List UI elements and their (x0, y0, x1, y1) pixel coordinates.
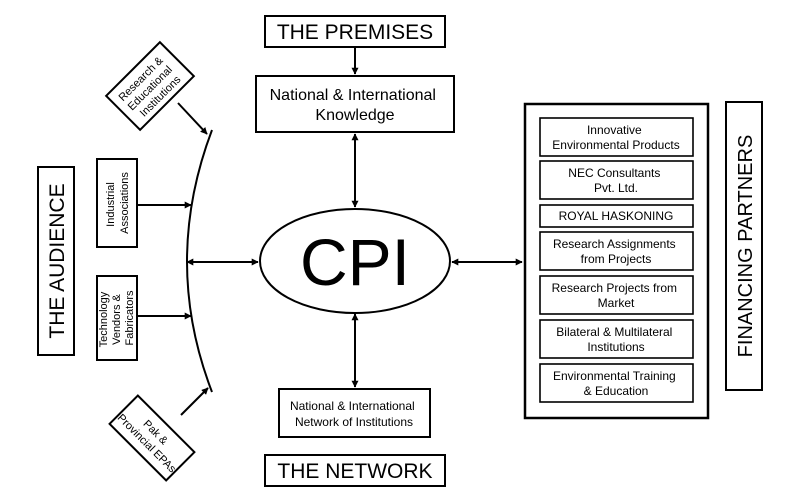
audience-epa-box: Pak & Provincial EPAs (108, 394, 196, 482)
arrow-epa-to-curve (180, 387, 209, 416)
network-heading: THE NETWORK (264, 454, 446, 487)
network-line-2: Network of Institutions (295, 415, 413, 429)
partner-research-projects-market: Research Projects from Market (539, 275, 694, 315)
partner-7-line-1: Environmental Training (553, 369, 676, 383)
audience-heading: THE AUDIENCE (37, 166, 75, 356)
svg-text:ROYAL HASKONING: ROYAL HASKONING (559, 209, 674, 223)
arrow-research-to-curve (177, 102, 208, 135)
premises-heading-text: THE PREMISES (277, 21, 433, 44)
audience-research-box: Research & Educational Institutions (104, 40, 196, 132)
partner-4-line-1: Research Assignments (553, 237, 676, 251)
knowledge-box: National & International Knowledge (255, 75, 455, 133)
svg-text:Technology Vendors &: Technology Vendors & Fabricators (98, 289, 136, 348)
network-heading-text: THE NETWORK (277, 460, 432, 483)
audience-heading-text: THE AUDIENCE (46, 183, 69, 338)
audience-bracket-curve (186, 129, 213, 393)
audience-industrial-line-1: Industrial (105, 182, 117, 227)
cpi-ellipse: CPI (259, 208, 451, 314)
audience-technology-line-2: Vendors & (111, 293, 123, 344)
partner-6-line-1: Bilateral & Multilateral (556, 325, 672, 339)
partner-2-line-1: NEC Consultants (568, 166, 660, 180)
network-box: National & International Network of Inst… (278, 388, 431, 438)
svg-text:Industrial Associations: Industrial Associations (105, 172, 131, 234)
svg-text:NEC Consultants Pvt. Ltd: NEC Consultants Pvt. Ltd. (568, 166, 663, 195)
partner-5-line-1: Research Projects from (552, 281, 677, 295)
svg-text:Environmental Training &: Environmental Training & Education (553, 369, 679, 398)
partner-6-line-2: Institutions (587, 340, 644, 354)
svg-text:Innovative Environmental: Innovative Environmental Products (552, 123, 679, 152)
svg-text:National & International: National & International Knowledge (270, 87, 441, 124)
partner-7-line-2: & Education (584, 384, 649, 398)
audience-technology-line-3: Fabricators (124, 290, 136, 346)
audience-technology-box: Technology Vendors & Fabricators (96, 275, 138, 361)
audience-industrial-line-2: Associations (119, 172, 131, 234)
svg-text:National & International: National & International Network of Inst… (290, 399, 418, 429)
partner-1-line-2: Environmental Products (552, 138, 679, 152)
partner-royal-haskoning: ROYAL HASKONING (539, 204, 694, 228)
partners-heading: FINANCING PARTNERS (725, 101, 763, 391)
svg-text:Research Projects from M: Research Projects from Market (552, 281, 681, 310)
premises-heading: THE PREMISES (264, 15, 446, 48)
audience-industrial-box: Industrial Associations (96, 158, 138, 248)
knowledge-line-1: National & International (270, 87, 436, 104)
audience-technology-line-1: Technology (98, 291, 110, 347)
partners-heading-text: FINANCING PARTNERS (735, 135, 757, 358)
partner-4-line-2: from Projects (581, 252, 652, 266)
svg-text:Bilateral & Multilateral: Bilateral & Multilateral Institutions (556, 325, 675, 354)
partner-innovative-products: Innovative Environmental Products (539, 117, 694, 157)
connectors (137, 48, 523, 416)
partner-2-line-2: Pvt. Ltd. (594, 181, 638, 195)
partner-environmental-training: Environmental Training & Education (539, 363, 694, 403)
partner-3-line-1: ROYAL HASKONING (559, 209, 674, 223)
svg-text:Research Assignments fro: Research Assignments from Projects (553, 237, 679, 266)
partner-5-line-2: Market (598, 296, 635, 310)
partner-research-assignments: Research Assignments from Projects (539, 231, 694, 271)
partner-bilateral-multilateral: Bilateral & Multilateral Institutions (539, 319, 694, 359)
network-line-1: National & International (290, 399, 415, 413)
cpi-label: CPI (300, 225, 410, 299)
partner-nec-consultants: NEC Consultants Pvt. Ltd. (539, 160, 694, 200)
partner-1-line-1: Innovative (587, 123, 642, 137)
knowledge-line-2: Knowledge (315, 107, 394, 124)
